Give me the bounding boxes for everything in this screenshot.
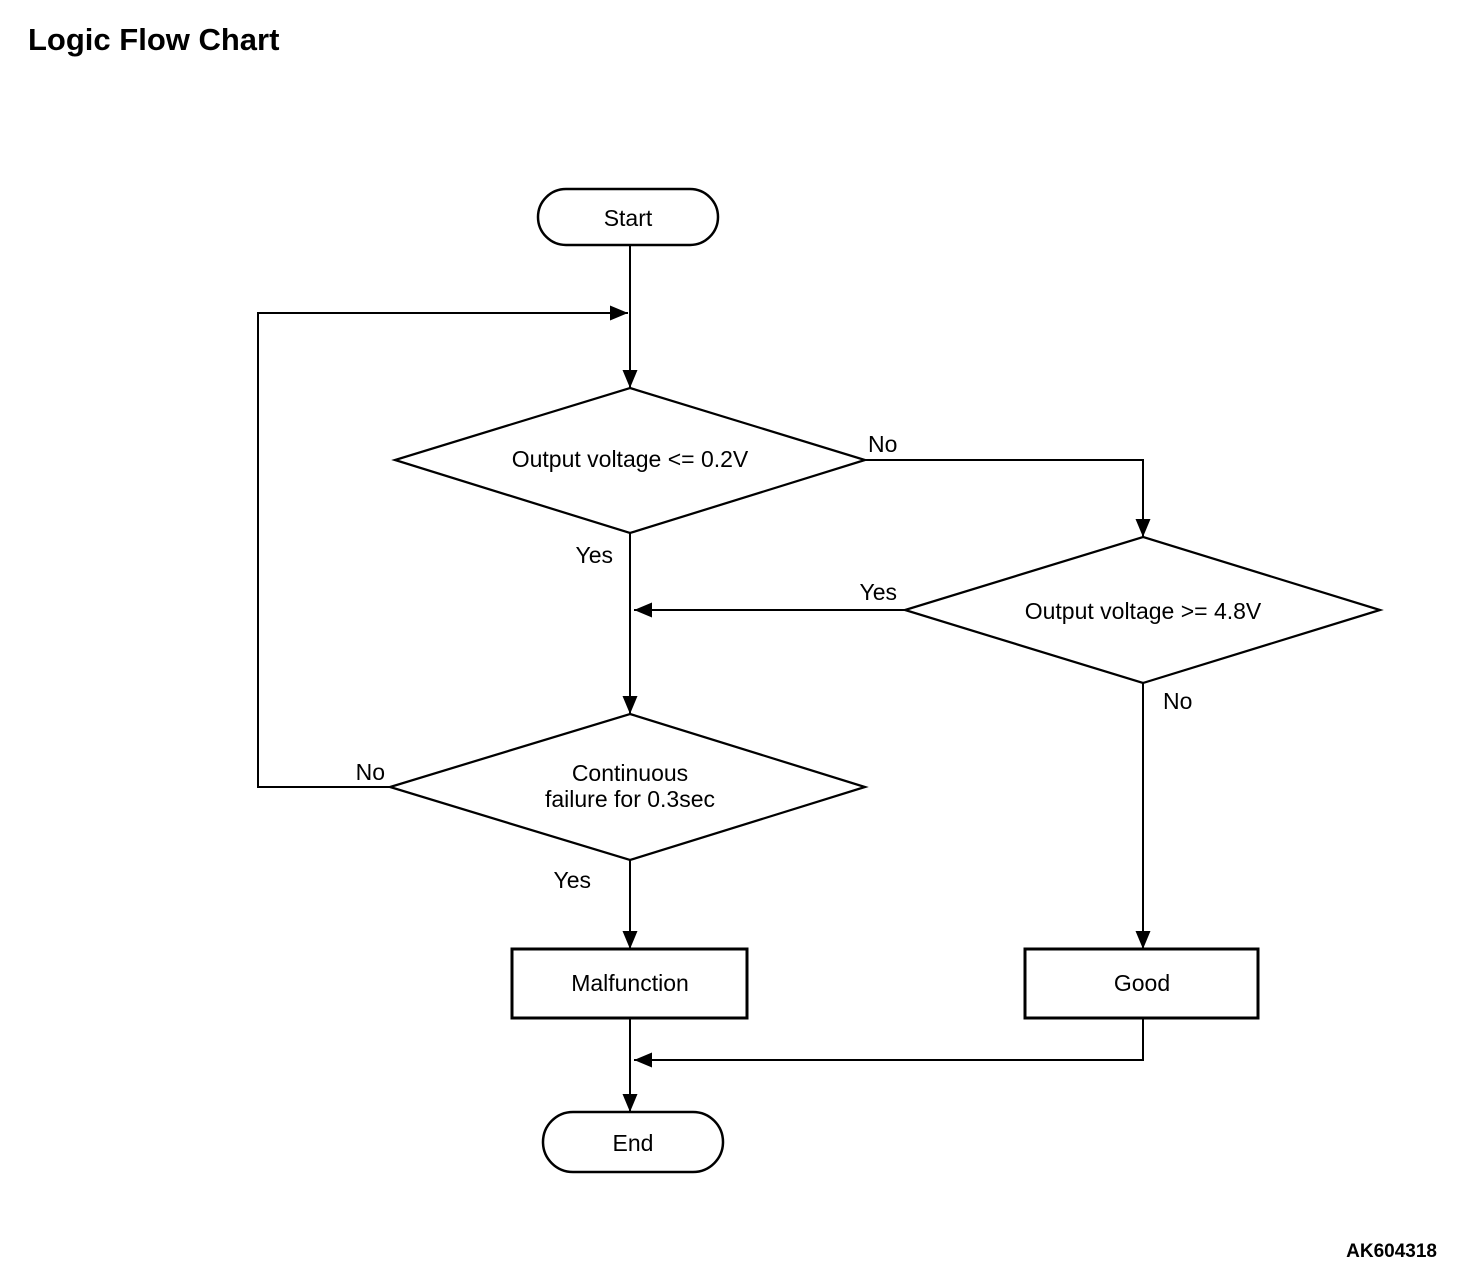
- end-terminator-shape: [541, 1110, 725, 1174]
- edge-label-check-high-no: No: [1163, 688, 1192, 714]
- continuous-failure-label-line1: Continuous: [572, 760, 688, 786]
- edge-good-to-end: [634, 1018, 1144, 1068]
- figure-code: AK604318: [1346, 1241, 1437, 1262]
- check-output-low-diamond: [391, 386, 869, 535]
- good-label: Good: [1114, 970, 1170, 996]
- start-label: Start: [604, 205, 653, 231]
- node-continuous-failure: Continuous failure for 0.3sec: [386, 712, 869, 862]
- node-malfunction: Malfunction: [510, 947, 749, 1020]
- continuous-failure-diamond: [386, 712, 869, 862]
- node-check-output-high: Output voltage >= 4.8V: [901, 535, 1384, 685]
- node-end: End: [541, 1110, 725, 1174]
- edge-label-check-high-yes: Yes: [859, 579, 897, 605]
- node-start: Start: [536, 187, 720, 247]
- start-terminator-shape: [536, 187, 720, 247]
- check-output-high-label: Output voltage >= 4.8V: [1025, 598, 1262, 624]
- edge-label-continuous-no: No: [356, 759, 385, 785]
- continuous-failure-label-line2: failure for 0.3sec: [545, 786, 715, 812]
- edge-check-low-no: [865, 459, 1151, 537]
- edge-label-check-low-no: No: [868, 431, 897, 457]
- edge-label-check-low-yes: Yes: [575, 542, 613, 568]
- page-title: Logic Flow Chart: [28, 22, 280, 57]
- node-good: Good: [1023, 947, 1260, 1020]
- node-check-output-low: Output voltage <= 0.2V: [391, 386, 869, 535]
- check-output-low-label: Output voltage <= 0.2V: [512, 446, 749, 472]
- malfunction-label: Malfunction: [571, 970, 689, 996]
- end-label: End: [613, 1130, 654, 1156]
- malfunction-box: [510, 947, 749, 1020]
- good-box: [1023, 947, 1260, 1020]
- check-output-high-diamond: [901, 535, 1384, 685]
- edge-continuous-no-loop: [257, 305, 628, 788]
- edge-label-continuous-yes: Yes: [553, 867, 591, 893]
